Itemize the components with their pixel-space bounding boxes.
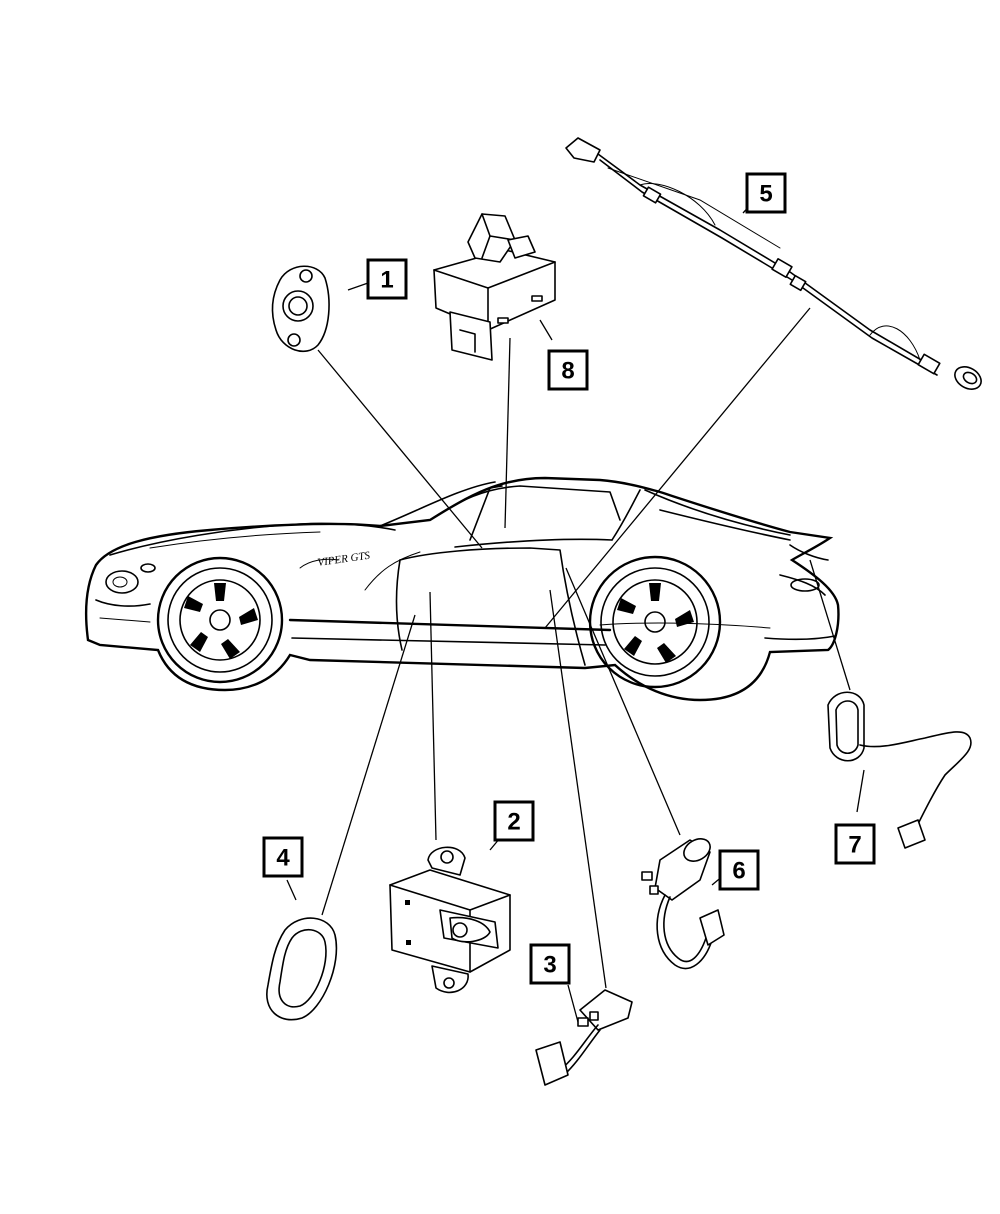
callout-7: 7 [834, 823, 876, 865]
front-wheel [156, 556, 284, 684]
part-8-switch [433, 213, 556, 361]
car-illustration [84, 476, 840, 702]
part-4-bezel [266, 917, 338, 1021]
vehicle-badge: VIPER GTS [317, 550, 372, 569]
callout-4: 4 [262, 836, 304, 878]
callout-8: 8 [547, 349, 589, 391]
callout-3: 3 [529, 943, 571, 985]
svg-text:1: 1 [380, 267, 393, 294]
part-2-window-switch [389, 846, 511, 994]
svg-text:5: 5 [759, 181, 772, 208]
part-1-courtesy-lamp [271, 265, 330, 353]
part-6-lamp-socket [641, 838, 725, 970]
part-5-wiring-harness [565, 137, 982, 390]
leader-lines [286, 199, 865, 1023]
svg-text:8: 8 [561, 358, 574, 385]
part-3-pigtail [535, 989, 633, 1086]
svg-text:2: 2 [507, 809, 520, 836]
svg-text:7: 7 [848, 832, 861, 859]
rear-wheel [588, 555, 722, 689]
callout-2: 2 [493, 800, 535, 842]
part-7-lamp-bezel-lead [827, 691, 972, 849]
callout-5: 5 [745, 172, 787, 214]
callout-1: 1 [366, 258, 408, 300]
svg-text:6: 6 [732, 858, 745, 885]
callout-6: 6 [718, 849, 760, 891]
svg-text:4: 4 [276, 845, 290, 872]
svg-text:3: 3 [543, 952, 556, 979]
